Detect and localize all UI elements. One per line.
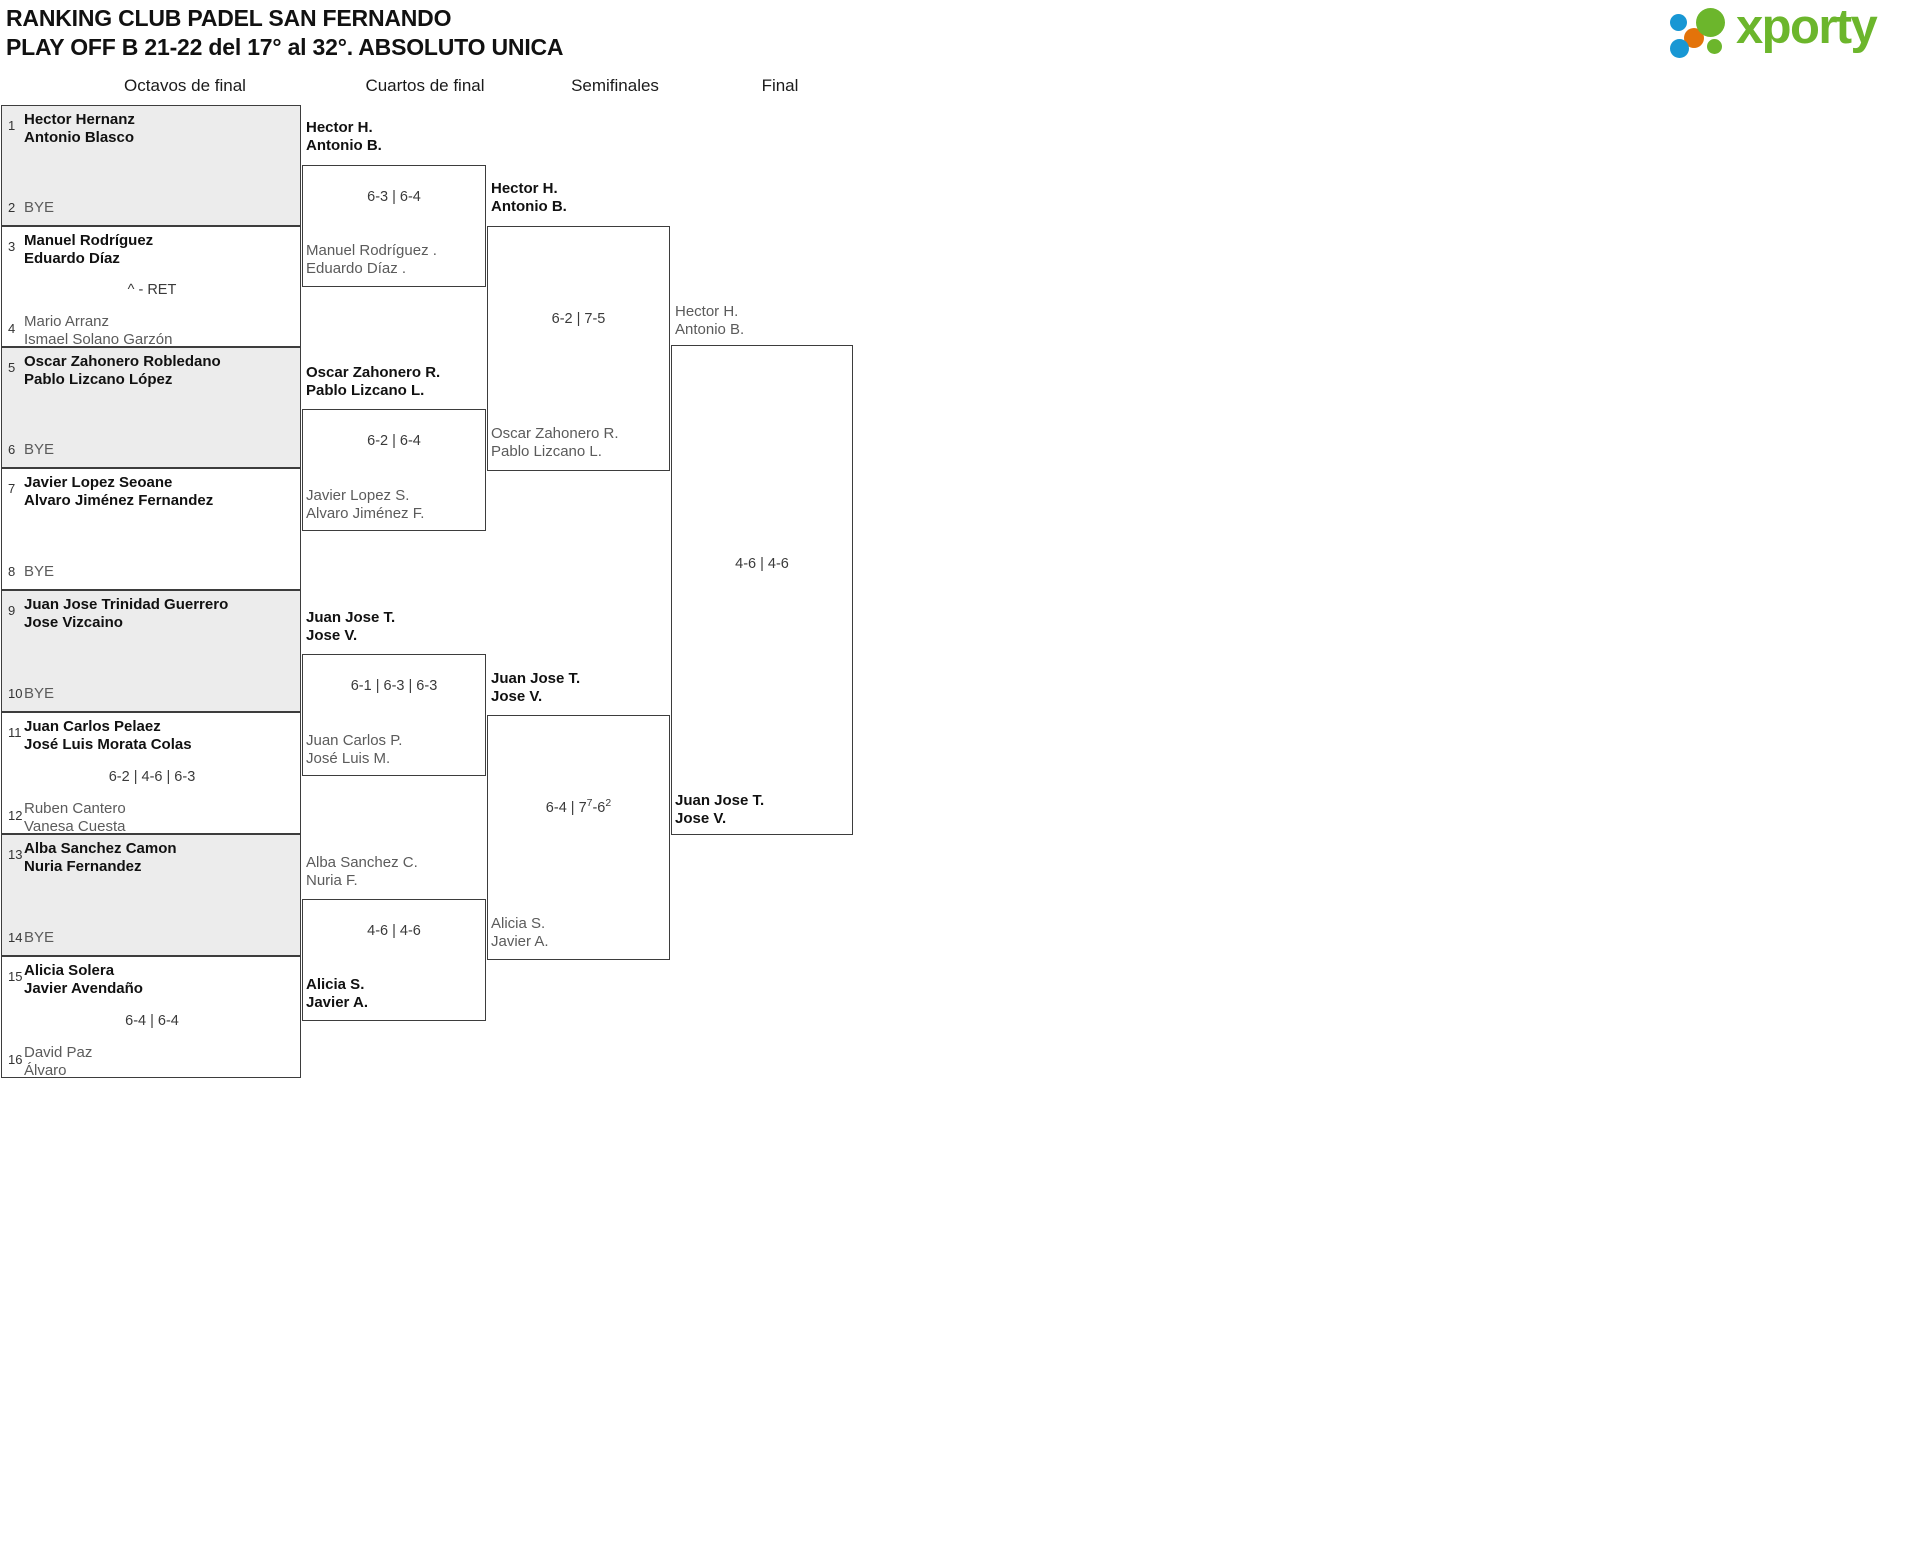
match-score: 6-4 | 6-4 <box>125 1013 179 1029</box>
seed-number: 4 <box>8 321 16 336</box>
team-name: Manuel Rodríguez Eduardo Díaz <box>24 232 154 268</box>
seed-number: 15 <box>8 969 23 984</box>
logo-dots-icon <box>1670 8 1736 58</box>
seed-number: 10 <box>8 686 23 701</box>
round-header-cuartos: Cuartos de final <box>365 76 485 95</box>
match-score: 6-2 | 6-4 <box>367 433 421 449</box>
xporty-logo: xporty <box>1670 0 1902 62</box>
team-name: Oscar Zahonero R. Pablo Lizcano L. <box>491 425 619 461</box>
team-name: Juan Jose T. Jose V. <box>675 792 765 828</box>
team-name: BYE <box>24 441 55 458</box>
team-name: BYE <box>24 685 55 702</box>
team-name: Juan Jose Trinidad Guerrero Jose Vizcain… <box>24 596 229 632</box>
seed-number: 3 <box>8 239 16 254</box>
match-score: 6-2 | 4-6 | 6-3 <box>108 769 196 785</box>
seed-number: 14 <box>8 930 23 945</box>
match-score: 6-3 | 6-4 <box>367 189 421 205</box>
r1-match-2[interactable]: 3 Manuel Rodríguez Eduardo Díaz ^ - RET … <box>1 226 301 349</box>
round-header-final: Final <box>761 76 799 95</box>
team-name: Javier Lopez Seoane Alvaro Jiménez Ferna… <box>24 474 214 510</box>
seed-number: 7 <box>8 481 16 496</box>
logo-dot-blue-top <box>1670 14 1687 31</box>
seed-number: 16 <box>8 1052 23 1067</box>
r1-match-8[interactable]: 15 Alicia Solera Javier Avendaño 6-4 | 6… <box>1 956 301 1080</box>
r2-match-4-box[interactable] <box>302 899 486 1021</box>
team-name: Oscar Zahonero Robledano Pablo Lizcano L… <box>24 353 221 389</box>
r1-match-4[interactable]: 7 Javier Lopez Seoane Alvaro Jiménez Fer… <box>1 468 301 590</box>
team-name: Juan Carlos P. José Luis M. <box>306 732 403 768</box>
team-name: BYE <box>24 563 55 580</box>
match-score: 4-6 | 4-6 <box>735 556 789 572</box>
team-name: Alicia S. Javier A. <box>491 915 549 951</box>
logo-dot-orange <box>1684 28 1704 48</box>
r1-match-6[interactable]: 11 Juan Carlos Pelaez José Luis Morata C… <box>1 712 301 836</box>
logo-dot-blue-bottom <box>1670 39 1689 58</box>
match-score: ^ - RET <box>127 282 177 298</box>
seed-number: 12 <box>8 808 23 823</box>
r2-match-2-box[interactable] <box>302 409 486 531</box>
team-name: Juan Carlos Pelaez José Luis Morata Cola… <box>24 718 192 754</box>
match-score: 6-4 | 77-62 <box>545 798 612 816</box>
r2-match-3-box[interactable] <box>302 654 486 776</box>
r2-match-1-box[interactable] <box>302 165 486 287</box>
r3-match-2-box[interactable] <box>487 715 670 960</box>
r1-match-3[interactable]: 5 Oscar Zahonero Robledano Pablo Lizcano… <box>1 347 301 468</box>
r1-match-1[interactable]: 1 Hector Hernanz Antonio Blasco 2 BYE <box>1 105 301 226</box>
seed-number: 6 <box>8 442 16 457</box>
seed-number: 9 <box>8 603 16 618</box>
page-title: RANKING CLUB PADEL SAN FERNANDO PLAY OFF… <box>6 5 564 61</box>
match-score: 6-1 | 6-3 | 6-3 <box>350 678 438 694</box>
team-name: Juan Jose T. Jose V. <box>306 609 396 645</box>
round-header-octavos: Octavos de final <box>124 76 246 95</box>
logo-dot-green-large <box>1696 8 1725 37</box>
match-score: 6-2 | 7-5 <box>551 311 606 327</box>
team-name: Alicia Solera Javier Avendaño <box>24 962 143 998</box>
seed-number: 8 <box>8 564 16 579</box>
logo-wordmark: xporty <box>1736 0 1878 54</box>
team-name: David Paz Álvaro <box>24 1044 93 1080</box>
match-score: 4-6 | 4-6 <box>367 923 421 939</box>
r4-final-box[interactable] <box>671 345 853 835</box>
seed-number: 13 <box>8 847 23 862</box>
team-name: Hector Hernanz Antonio Blasco <box>24 111 135 147</box>
team-name: Ruben Cantero Vanesa Cuesta <box>24 800 126 836</box>
team-name: Juan Jose T. Jose V. <box>491 670 581 706</box>
team-name: Javier Lopez S. Alvaro Jiménez F. <box>306 487 425 523</box>
r1-match-5[interactable]: 9 Juan Jose Trinidad Guerrero Jose Vizca… <box>1 590 301 712</box>
team-name: Hector H. Antonio B. <box>491 180 567 216</box>
team-name: Alicia S. Javier A. <box>306 976 368 1012</box>
r1-match-7[interactable]: 13 Alba Sanchez Camon Nuria Fernandez 14… <box>1 834 301 956</box>
team-name: Mario Arranz Ismael Solano Garzón <box>24 313 173 349</box>
logo-dot-green-small <box>1707 39 1722 54</box>
team-name: Manuel Rodríguez . Eduardo Díaz . <box>306 242 437 278</box>
seed-number: 11 <box>8 725 22 740</box>
team-name: BYE <box>24 199 55 216</box>
team-name: BYE <box>24 929 55 946</box>
seed-number: 2 <box>8 200 16 215</box>
team-name: Alba Sanchez Camon Nuria Fernandez <box>24 840 177 876</box>
r3-match-1-box[interactable] <box>487 226 670 471</box>
seed-number: 1 <box>8 118 16 133</box>
team-name: Alba Sanchez C. Nuria F. <box>306 854 418 890</box>
seed-number: 5 <box>8 360 16 375</box>
round-header-semifinales: Semifinales <box>571 76 659 95</box>
team-name: Hector H. Antonio B. <box>306 119 382 155</box>
team-name: Oscar Zahonero R. Pablo Lizcano L. <box>306 364 441 400</box>
team-name: Hector H. Antonio B. <box>675 303 745 339</box>
